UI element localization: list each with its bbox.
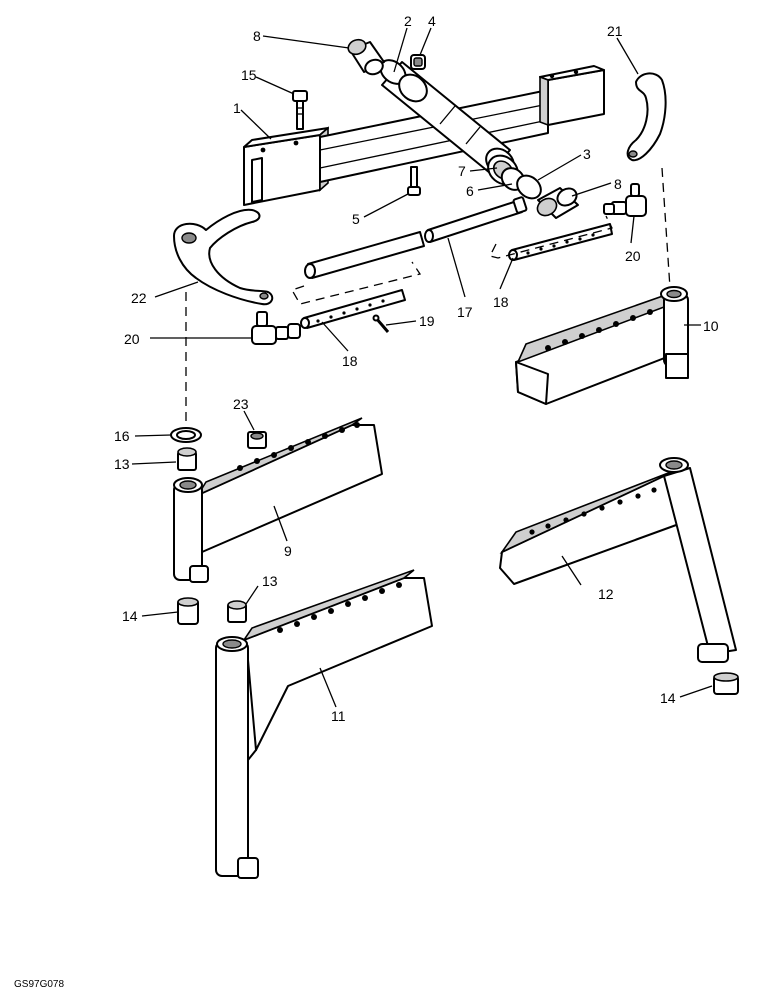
pin-part	[372, 314, 390, 333]
callout-23: 23	[233, 396, 249, 412]
leader-lines	[131, 27, 713, 708]
callout-12: 12	[598, 586, 614, 602]
washer-part	[170, 427, 202, 443]
tie-rod-tube-part	[424, 196, 528, 243]
leg-long-right-part	[499, 457, 737, 663]
tie-rod-end-tube-part	[304, 231, 425, 279]
nut-part	[247, 431, 267, 449]
callout-5: 5	[352, 211, 360, 227]
callout-3: 3	[583, 146, 591, 162]
callout-20-left: 20	[124, 331, 140, 347]
callout-21: 21	[607, 23, 623, 39]
bushing-part	[227, 600, 247, 623]
callout-14-left: 14	[122, 608, 138, 624]
sleeve-bushing-part	[536, 187, 579, 219]
bushing-part	[713, 672, 739, 695]
grease-fitting-part	[410, 54, 426, 70]
callout-9: 9	[284, 543, 292, 559]
adjusting-tube-left-part	[300, 289, 406, 329]
callout-20-right: 20	[625, 248, 641, 264]
cross-tube-part	[379, 59, 515, 177]
leg-long-left-part	[215, 569, 433, 879]
callout-10: 10	[703, 318, 719, 334]
assembly-bracket-right	[489, 215, 613, 259]
callout-14-right: 14	[660, 690, 676, 706]
callout-1: 1	[233, 100, 241, 116]
ball-joint-left-part	[251, 311, 301, 345]
callout-18-right: 18	[493, 294, 509, 310]
callout-labels: 1 2 3 4 5 6 7 8 8 9 10 11 12 13 13 14 14…	[114, 13, 719, 724]
sleeve-bushing-part	[347, 38, 385, 76]
figure-reference-code: GS97G078	[14, 979, 64, 990]
callout-18-left: 18	[342, 353, 358, 369]
callout-7: 7	[458, 163, 466, 179]
o-ring-part	[516, 174, 542, 200]
callout-2: 2	[404, 13, 412, 29]
callout-8-top: 8	[253, 28, 261, 44]
centre-line-right	[661, 167, 671, 289]
assembly-bracket-left	[291, 261, 422, 305]
small-bolt-part	[407, 166, 421, 196]
callout-11: 11	[331, 708, 346, 724]
callout-4: 4	[428, 13, 436, 29]
bushing-part	[177, 597, 199, 625]
callout-13-middle: 13	[262, 573, 278, 589]
callout-19: 19	[419, 313, 435, 329]
bushing-part	[177, 447, 197, 471]
callout-8-right: 8	[614, 176, 622, 192]
callout-22: 22	[131, 290, 147, 306]
ball-joint-right-part	[603, 183, 647, 217]
steering-arm-left-part	[173, 208, 274, 306]
callout-6: 6	[466, 183, 474, 199]
callout-13-left: 13	[114, 456, 130, 472]
leg-right-upper-part	[515, 286, 689, 405]
adjusting-tube-right-part	[508, 223, 613, 261]
leg-left-part	[173, 417, 383, 583]
callout-17: 17	[457, 304, 473, 320]
steering-arm-right-part	[626, 72, 667, 162]
bolt-part	[292, 90, 308, 130]
callout-16: 16	[114, 428, 130, 444]
callout-15: 15	[241, 67, 257, 83]
